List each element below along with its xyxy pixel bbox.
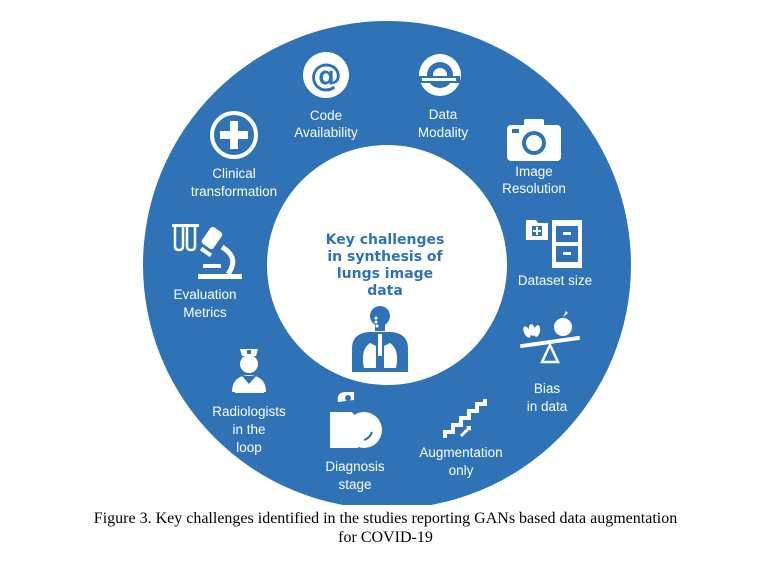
caption-line-1: Figure 3. Key challenges identified in t… <box>93 510 678 527</box>
augmentation-label-line-2: only <box>449 463 474 478</box>
center-title-line-3: lungs image <box>337 266 433 282</box>
radiologists-label-line-3: loop <box>236 440 262 455</box>
clinical-label-line-1: Clinical <box>212 166 256 181</box>
center-title-line-1: Key challenges <box>326 232 445 248</box>
medical-cross-icon <box>210 111 258 159</box>
camera-icon <box>507 119 561 161</box>
resolution-label-line-2: Resolution <box>502 181 566 196</box>
code-label-line-1: Code <box>310 108 342 123</box>
mri-scanner-icon <box>418 54 461 96</box>
microscope-icon <box>172 224 242 279</box>
augmentation-label-line-1: Augmentation <box>419 445 502 460</box>
challenges-ring-diagram: Key challenges in synthesis of lungs ima… <box>143 21 631 505</box>
clinical-label-line-2: transformation <box>191 184 277 199</box>
svg-text:@: @ <box>310 56 342 94</box>
stairs-icon <box>443 399 487 438</box>
center-title-line-2: in synthesis of <box>327 249 443 265</box>
patient-scan-icon <box>330 392 382 448</box>
radiologists-label-line-2: in the <box>232 422 265 437</box>
diagnosis-label-line-2: stage <box>338 477 371 492</box>
figure-caption: Figure 3. Key challenges identified in t… <box>0 509 771 547</box>
center-title: Key challenges in synthesis of lungs ima… <box>326 232 445 299</box>
code-availability-icon: @ <box>303 52 349 98</box>
dataset-label: Dataset size <box>518 273 592 288</box>
resolution-label-line-1: Image <box>515 164 553 179</box>
bias-label-line-2: in data <box>527 399 568 414</box>
diagnosis-label-line-1: Diagnosis <box>325 459 385 474</box>
evaluation-label-line-1: Evaluation <box>173 287 236 302</box>
modality-label-line-1: Data <box>429 107 458 122</box>
radiologists-label-line-1: Radiologists <box>212 404 286 419</box>
balance-scale-icon <box>520 311 580 364</box>
human-lungs-icon <box>352 306 408 372</box>
caption-line-2: for COVID-19 <box>338 529 433 546</box>
file-cabinet-icon <box>526 220 582 268</box>
modality-label-line-2: Modality <box>418 125 469 140</box>
code-label-line-2: Availability <box>294 125 358 140</box>
center-disc <box>267 145 507 385</box>
evaluation-label-line-2: Metrics <box>183 305 227 320</box>
bias-label-line-1: Bias <box>534 381 561 396</box>
center-title-line-4: data <box>367 283 403 299</box>
nurse-icon <box>232 349 266 393</box>
